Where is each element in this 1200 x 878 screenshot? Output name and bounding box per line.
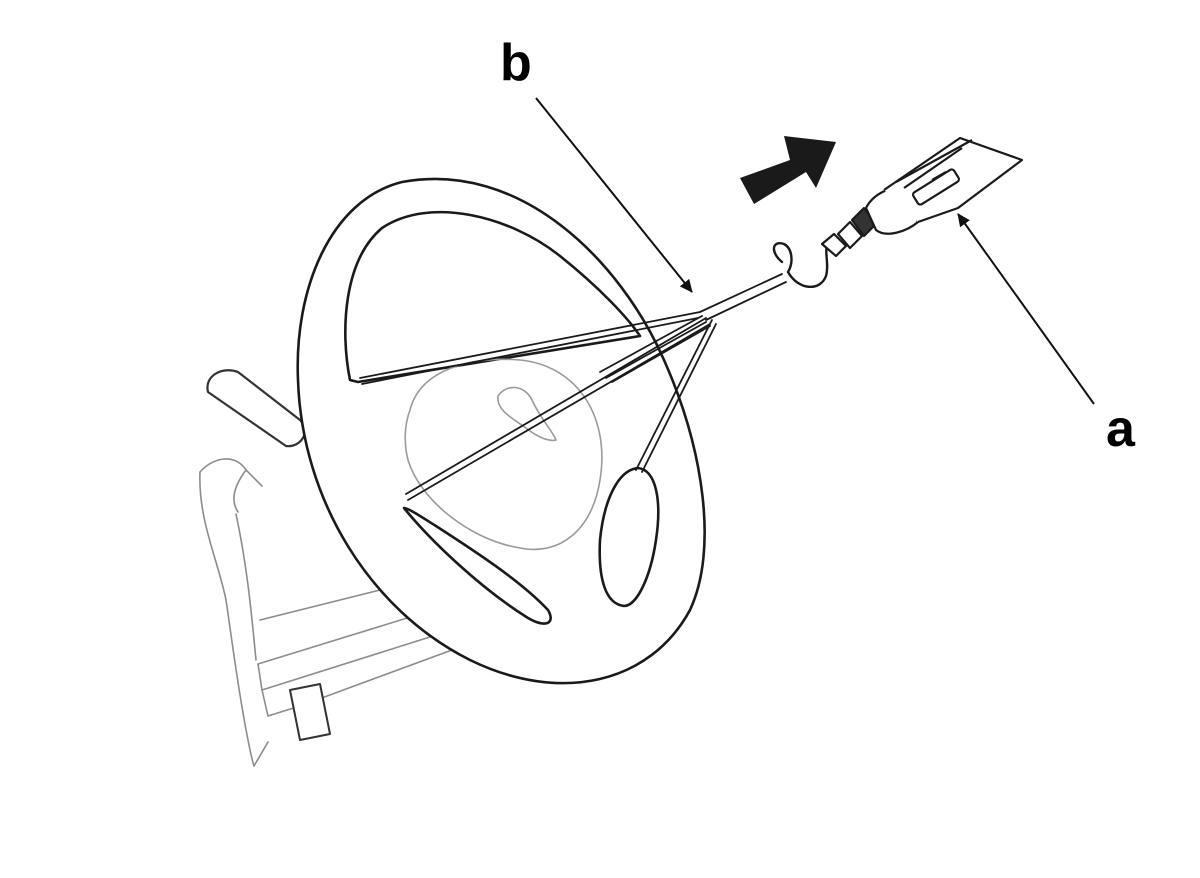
leader-line-b <box>535 97 693 293</box>
callout-label-a: a <box>1106 400 1136 458</box>
steering-wheel <box>296 177 706 685</box>
pull-direction-arrow-icon <box>740 136 836 204</box>
spring-scale-icon <box>820 136 1024 258</box>
leader-line-a <box>957 213 1095 405</box>
callout-label-b: b <box>500 34 532 92</box>
steering-wheel-hub <box>404 358 603 551</box>
pull-strap <box>359 273 787 501</box>
hook-icon <box>772 238 832 288</box>
steering-column <box>199 369 453 767</box>
